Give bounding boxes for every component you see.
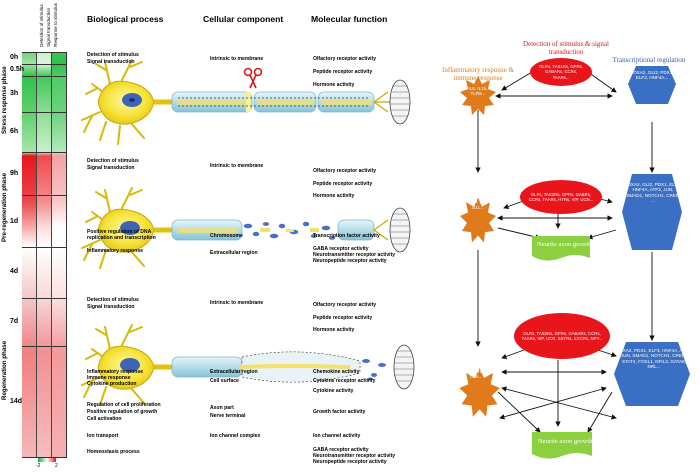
cc-term: Chromosome [210,233,243,239]
mf-term: Olfactory receptor activity [313,56,377,62]
scissors-icon [243,67,263,89]
time-label: 9h [10,170,19,177]
mf-term: GABA receptor activity [313,447,369,453]
bp-term: Cytokine production [87,381,137,387]
bp-term: Regulation of cell proliferation [87,402,161,408]
header-biological-process: Biological process [87,14,164,24]
inflammatory-nodes [459,76,500,417]
transcription-node-2-text: FOXA2, GLI2, PDX1, ELF3, HNF4A, ATF3, JU… [624,182,682,204]
cc-term: Cell surface [210,378,239,384]
neuron-stress-phase [81,59,411,145]
mf-term: Peptide receptor activity [313,69,373,75]
time-label: 7d [10,318,19,325]
heatmap-col-detection [22,52,37,457]
mf-term: Cytokine activity [313,388,354,394]
neuron-illustrations [81,59,415,406]
bp-term: Homeostasis process [87,449,140,455]
mf-term: Growth factor activity [313,409,366,415]
neurite-growth-label-1: Neurite axon growth [537,241,592,248]
time-label: 4d [10,268,19,275]
neurite-growth-nodes [532,236,592,459]
bp-term: replication and transcription [87,235,156,241]
column-header-response: Response to stimulus [53,3,58,47]
phase-label-regeneration: Regeneration phase [1,340,8,400]
mf-term: Neuropeptide receptor activity [313,459,387,465]
mf-term: Neurotransmitter receptor activity [313,453,396,459]
time-label: 0h [10,54,19,61]
bp-term: Inflammatory response [87,248,144,254]
cc-term: Extracellular region [210,250,258,256]
mf-term: GABA receptor activity [313,246,369,252]
time-label: 1d [10,218,19,225]
header-molecular-function: Molecular function [311,14,388,24]
bp-term: Cell activation [87,416,122,422]
inflammatory-node-3-text: IL6, IL10, IL1a, IL1b, IL6, CCL2, CCRs, … [459,358,493,380]
network-title-detection: Detection of stimulus & signal transduct… [523,40,609,56]
transcription-node-3-text: FOXA2, PDX1, ELF3, HNF4A, ATF3, JUN, SMA… [616,348,692,370]
mf-term: Transcription factor activity [313,233,380,239]
detection-node-3: OLRs, TAS2Rs, GPRs, GABARs, CCRs, TAARs,… [514,313,610,359]
bp-term: Inflammatory response [87,369,144,375]
column-header-signal: Signal transduction [46,7,51,47]
phase-label-stress: Stress response phase [1,66,8,134]
heatmap-col-response [52,52,67,457]
header-cellular-component: Cellular component [203,14,284,24]
mf-term: Neuropeptide receptor activity [313,258,387,264]
cc-term: Intrinsic to membrane [210,56,264,62]
bp-term: Detection of stimulus [87,52,139,58]
detection-node-1: OLRs, TAS1Rs, GPRs, GABARs, CCRs, TAARs.… [530,58,592,86]
bp-term: Signal transduction [87,59,135,65]
mf-term: Hormone activity [313,327,355,333]
mf-term: Ion channel activity [313,433,361,439]
cc-term: Extracellular region [210,369,258,375]
mf-term: Chemokine activity [313,369,360,375]
bp-term: Ion transport [87,433,119,439]
time-label: 3h [10,90,19,97]
neurite-growth-label-2: Neurite axon growth [538,438,593,445]
bp-term: Immune response [87,375,131,381]
mf-term: Peptide receptor activity [313,181,373,187]
network-title-transcription: Transcriptional regulation [612,56,686,64]
column-header-detection: Detection of stimulus [39,4,44,47]
mf-term: Hormone activity [313,82,355,88]
network-title-inflammatory: Inflammatory response & immune response [442,66,514,82]
inflammatory-node-2-text: IL6, IL1b, TLR9, IL1a, S1L... [465,194,490,210]
heatmap-col-signal [37,52,52,457]
neuron-regeneration-phase [81,324,415,406]
transcription-node-1-text: FOXA2, GLI2, PDX1, ELF3, HNF4A... [630,70,674,81]
transcription-nodes [614,66,690,406]
mf-term: Olfactory receptor activity [313,168,377,174]
bp-term: Signal transduction [87,304,135,310]
network-arrows [459,66,690,459]
cc-term: Axon part [210,405,234,411]
bp-term: Positive regulation of DNA [87,229,152,235]
cc-term: Nerve terminal [210,413,246,419]
neuron-pre-regeneration-phase [81,187,411,269]
bp-term: Signal transduction [87,165,135,171]
cc-term: Intrinsic to membrane [210,300,264,306]
cc-term: Intrinsic to membrane [210,163,264,169]
mf-term: Cytokine receptor activity [313,378,376,384]
heatmap-grid [22,52,67,457]
time-label: 14d [10,398,23,405]
color-scale-bar [38,458,56,462]
color-scale-min: -2 [36,463,41,469]
mf-term: Peptide receptor activity [313,315,373,321]
bp-term: Detection of stimulus [87,158,139,164]
cc-term: Ion channel complex [210,433,261,439]
color-scale-max: 2 [55,463,58,469]
inflammatory-node-1-text: IL6, IL1b, TLR9... [468,86,488,97]
bp-term: Positive regulation of growth [87,409,158,415]
time-label: 6h [10,128,19,135]
bp-term: Detection of stimulus [87,297,139,303]
mf-term: Hormone activity [313,193,355,199]
detection-node-2: OLFs, TAS2Rs, GPRs, GABRs, CCRs, TAARs, … [520,180,602,214]
phase-label-pre-regeneration: Pre-regeneration phase [1,172,8,242]
time-label: 0.5h [10,66,25,73]
mf-term: Olfactory receptor activity [313,302,377,308]
mf-term: Neurotransmitter receptor activity [313,252,396,258]
